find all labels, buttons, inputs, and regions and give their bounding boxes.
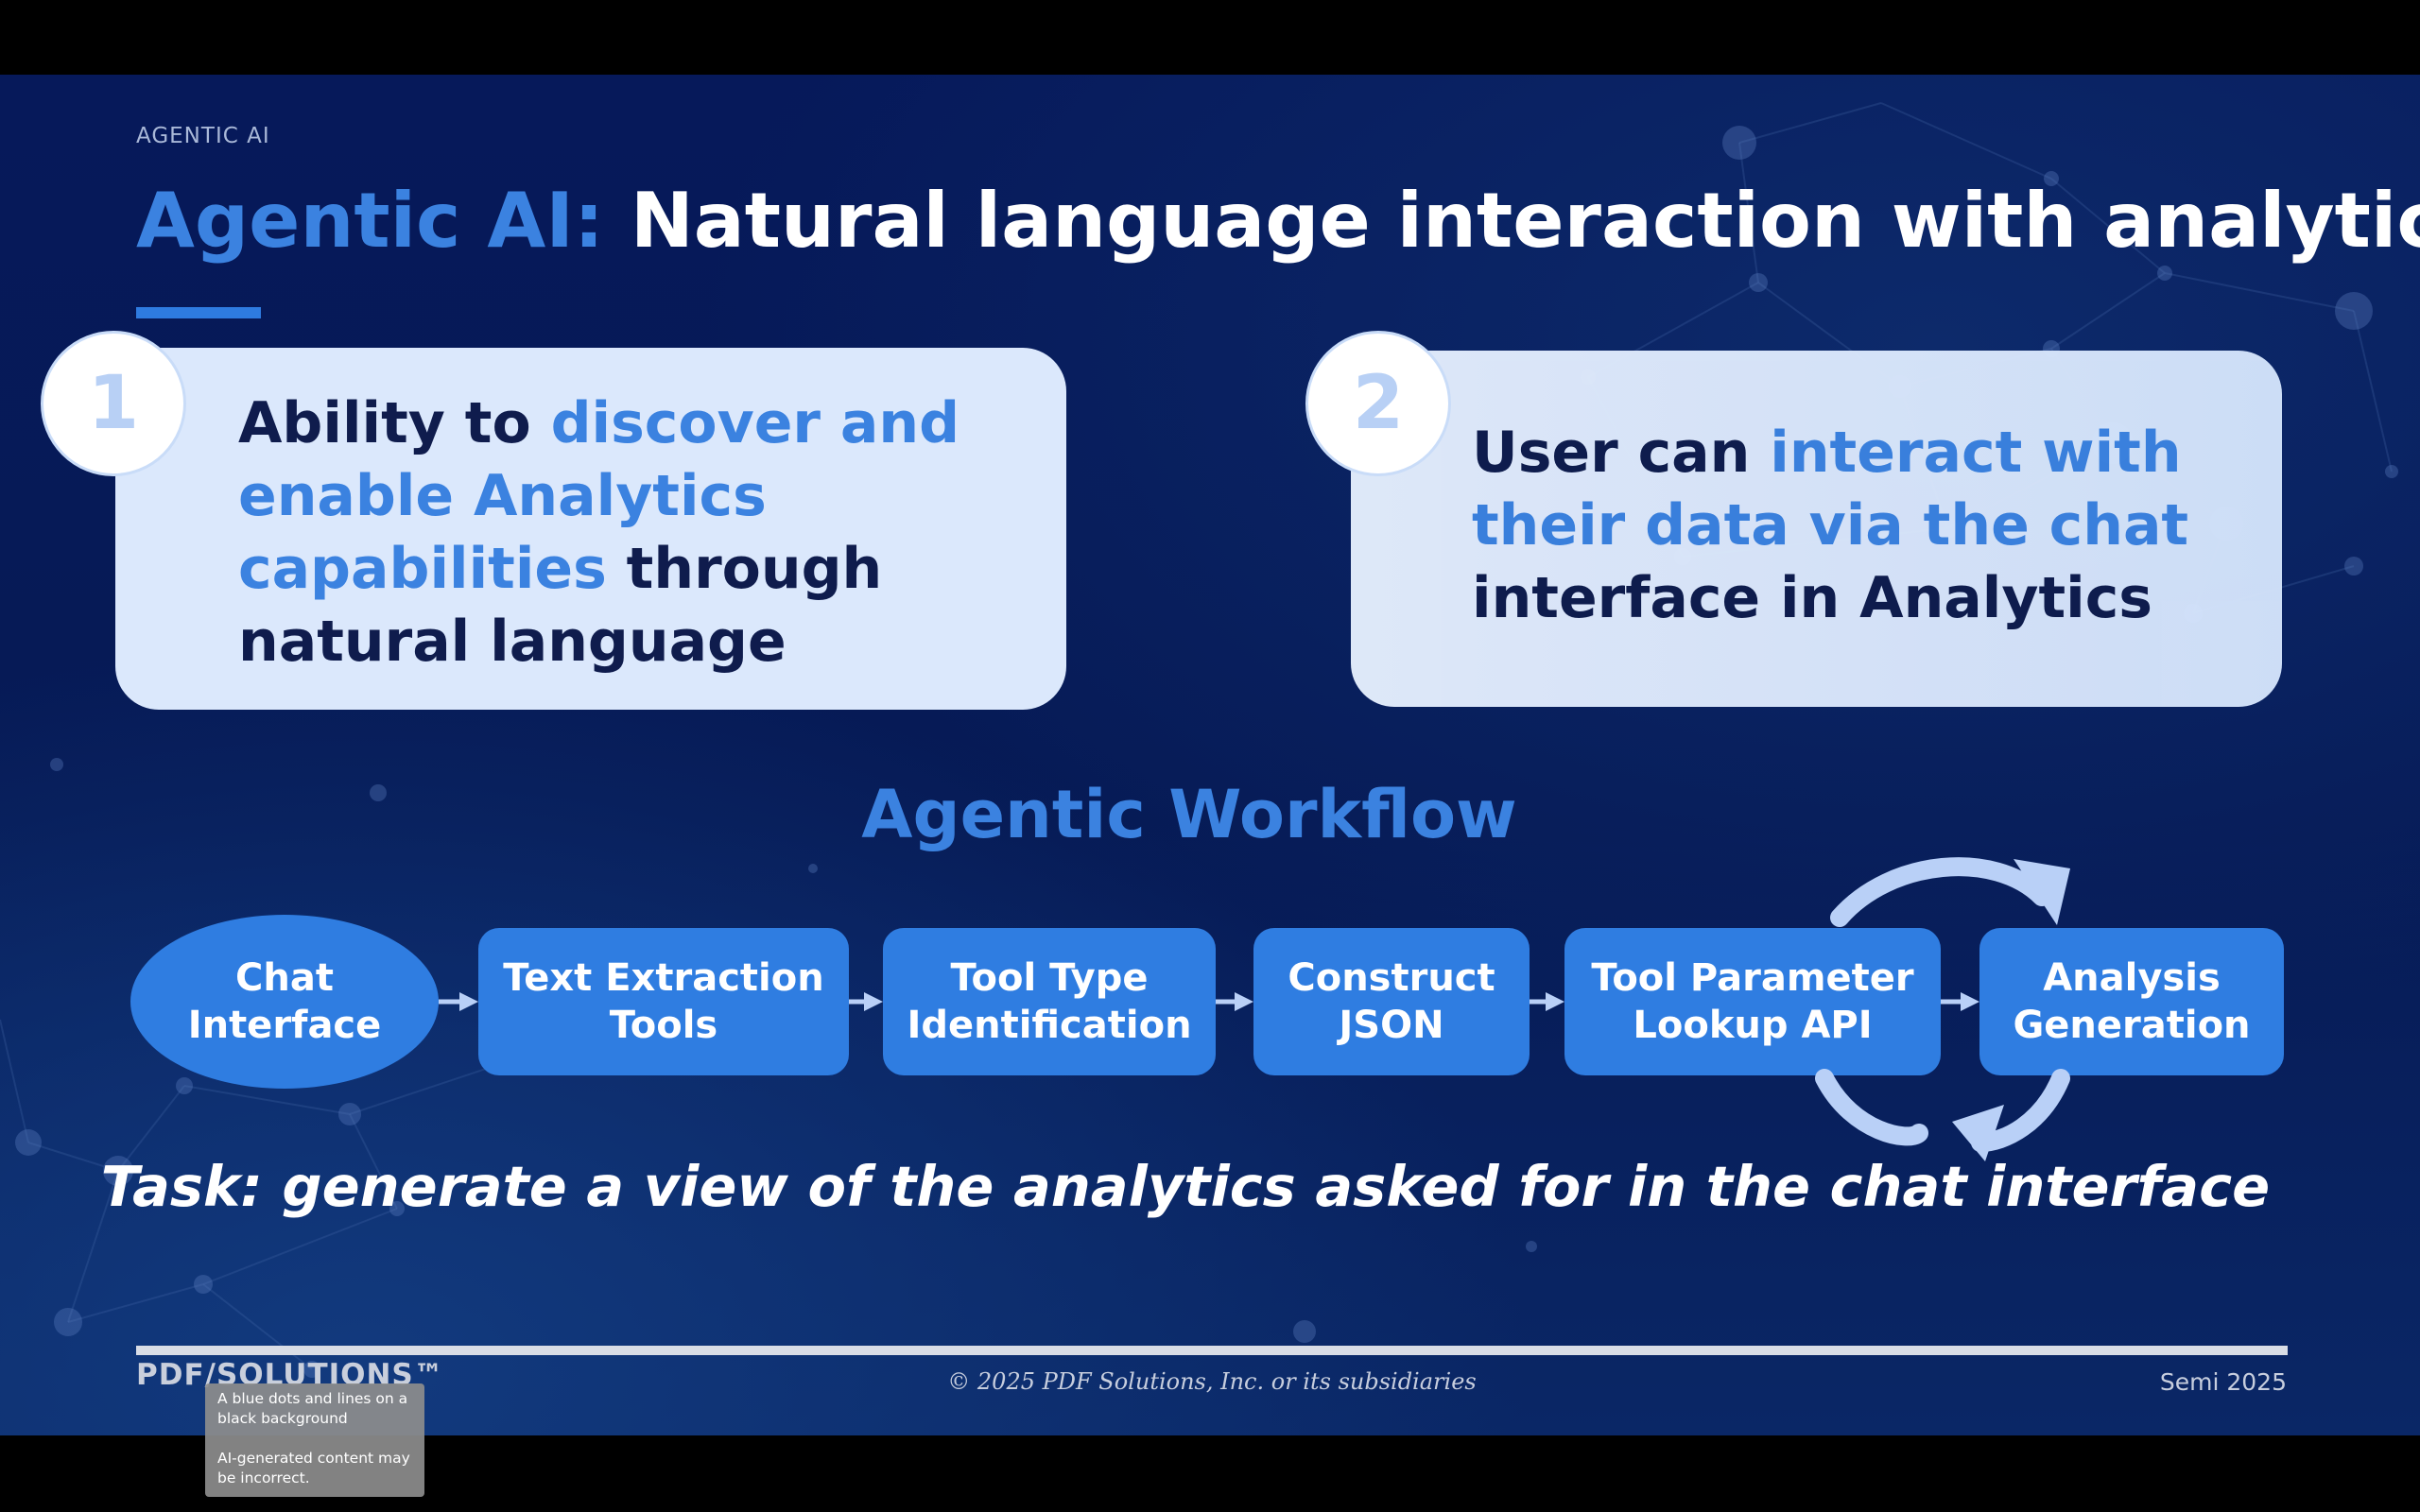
title-rest: Natural language interaction with analyt… (604, 177, 2420, 265)
title-underline (136, 307, 261, 318)
workflow-step-chat-interface: Chat Interface (130, 915, 439, 1089)
card-2-text: User can interact with their data via th… (1472, 417, 2247, 635)
alt-text-tooltip: A blue dots and lines on a black backgro… (205, 1383, 424, 1497)
card-1-text-before: Ability to (238, 390, 551, 456)
title-accent: Agentic AI: (136, 177, 604, 265)
workflow-step-analysis-generation: Analysis Generation (1979, 928, 2284, 1075)
slide-title: Agentic AI: Natural language interaction… (136, 177, 2420, 265)
card-2-text-highlight: interact with their data via the chat (1472, 420, 2189, 558)
workflow-title-text: Agentic Workflow (861, 776, 1517, 853)
workflow-title: Agentic Workflow (0, 776, 2420, 853)
slide: AGENTIC AI Agentic AI: Natural language … (0, 75, 2420, 1435)
workflow-step-tool-type-identification: Tool Type Identification (883, 928, 1216, 1075)
card-1-text-highlight: discover and enable Analytics capabiliti… (238, 390, 960, 602)
workflow-step-construct-json: Construct JSON (1253, 928, 1530, 1075)
card-1-text: Ability to discover and enable Analytics… (238, 387, 994, 679)
footer-divider (136, 1346, 2288, 1355)
event-label: Semi 2025 (2159, 1368, 2287, 1396)
card-2-text-after: interface in Analytics (1472, 565, 2152, 631)
copyright: © 2025 PDF Solutions, Inc. or its subsid… (0, 1368, 2420, 1395)
card-2-number-badge: 2 (1305, 331, 1451, 476)
capability-card-1: Ability to discover and enable Analytics… (115, 348, 1066, 710)
section-kicker: AGENTIC AI (136, 124, 270, 148)
card-1-text-after: through natural language (238, 536, 883, 675)
capability-card-2: User can interact with their data via th… (1351, 351, 2282, 707)
workflow-step-tool-parameter-lookup-api: Tool Parameter Lookup API (1564, 928, 1941, 1075)
alt-text-description: A blue dots and lines on a black backgro… (217, 1390, 408, 1427)
workflow-task: Task: generate a view of the analytics a… (0, 1154, 2420, 1219)
workflow-step-text-extraction-tools: Text Extraction Tools (478, 928, 849, 1075)
copyright-text: © 2025 PDF Solutions, Inc. or its subsid… (947, 1368, 1477, 1395)
alt-text-disclaimer: AI-generated content may be incorrect. (217, 1450, 410, 1486)
workflow-task-text: Task: generate a view of the analytics a… (100, 1154, 2271, 1219)
network-background (0, 102, 2398, 1378)
card-1-number-badge: 1 (41, 331, 186, 476)
card-2-text-before: User can (1472, 420, 1771, 486)
